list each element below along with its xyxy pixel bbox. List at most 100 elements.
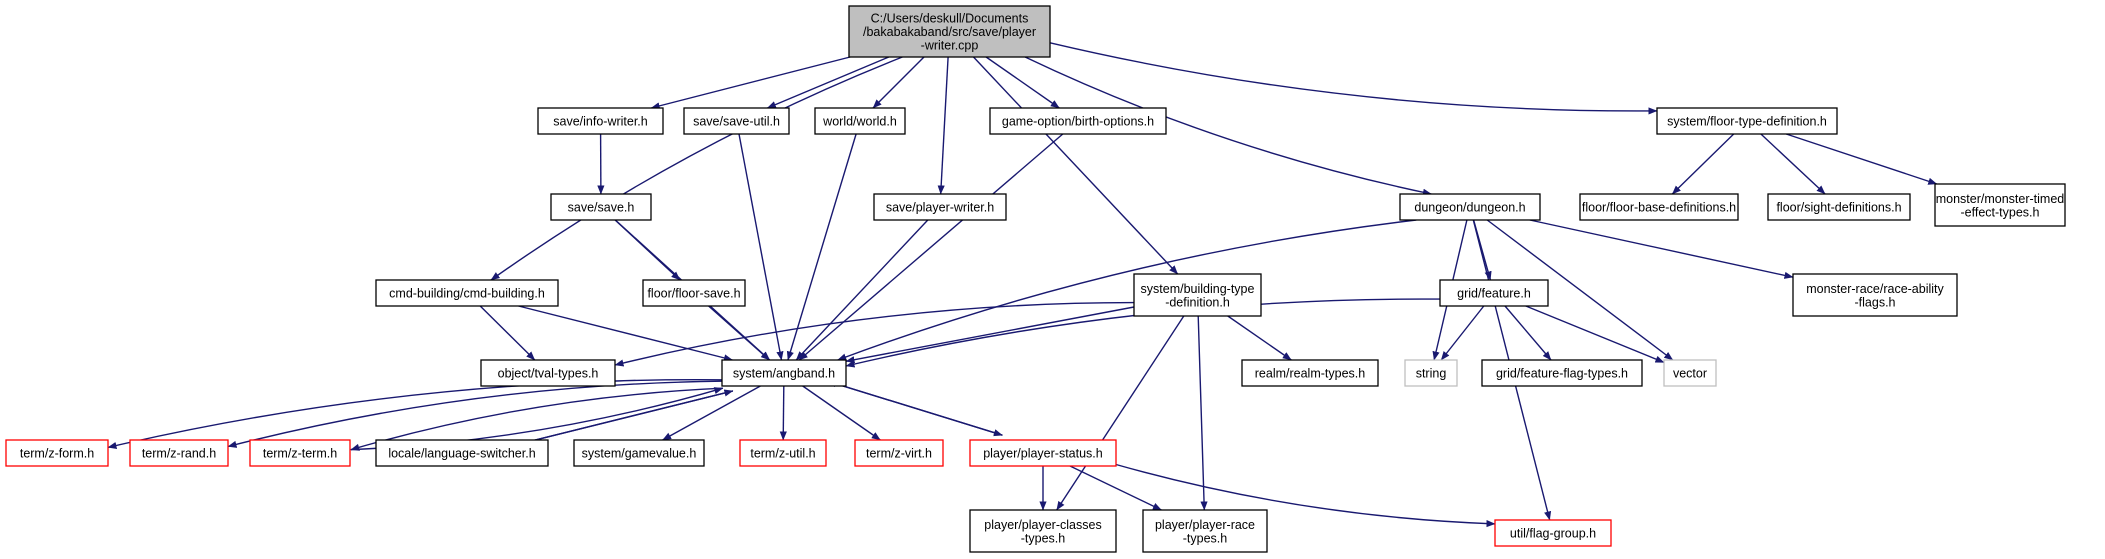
edges-layer: [107, 42, 1938, 528]
node-label: -definition.h: [1165, 295, 1230, 309]
edge-building-type-def-to-player-classes: [1056, 315, 1185, 511]
node-save-util[interactable]: save/save-util.h: [683, 107, 790, 135]
node-label: floor/floor-save.h: [647, 287, 740, 301]
node-player-classes[interactable]: player/player-classes-types.h: [969, 509, 1117, 553]
node-box: [537, 107, 664, 135]
node-box: [1439, 279, 1549, 307]
node-realm-types[interactable]: realm/realm-types.h: [1241, 359, 1379, 387]
node-label: vector: [1673, 367, 1707, 381]
edge-world-to-angband: [786, 133, 857, 361]
node-save[interactable]: save/save.h: [550, 193, 652, 221]
edge-dungeon-to-race-ability: [1529, 219, 1794, 279]
node-floor-base-defs[interactable]: floor/floor-base-definitions.h: [1579, 193, 1739, 221]
node-box: [989, 107, 1167, 135]
edge-angband-to-z-util: [779, 385, 787, 441]
node-vector[interactable]: vector: [1663, 359, 1717, 387]
node-box: [480, 359, 616, 387]
node-dungeon[interactable]: dungeon/dungeon.h: [1399, 193, 1541, 221]
edge-save-util-to-angband: [738, 133, 784, 361]
node-sight-defs[interactable]: floor/sight-definitions.h: [1767, 193, 1911, 221]
node-box: [573, 439, 705, 467]
node-box: [1133, 273, 1262, 317]
node-label: world/world.h: [822, 115, 897, 129]
edge-grid-feature-to-vector: [1525, 305, 1665, 364]
node-box: [1934, 183, 2066, 227]
node-label: floor/sight-definitions.h: [1776, 201, 1901, 215]
node-label: monster/monster-timed: [1936, 192, 2065, 206]
node-label: save/save.h: [568, 201, 635, 215]
node-cmd-building[interactable]: cmd-building/cmd-building.h: [375, 279, 559, 307]
node-box: [1481, 359, 1643, 387]
node-z-virt[interactable]: term/z-virt.h: [854, 439, 944, 467]
edge-dungeon-to-angband: [837, 219, 1417, 361]
node-label: term/z-virt.h: [866, 447, 932, 461]
node-building-type-def[interactable]: system/building-type-definition.h: [1133, 273, 1262, 317]
edge-angband-to-gamevalue: [662, 385, 761, 441]
node-birth-options[interactable]: game-option/birth-options.h: [989, 107, 1167, 135]
node-z-form[interactable]: term/z-form.h: [5, 439, 109, 467]
node-label: save/info-writer.h: [553, 115, 648, 129]
edge-root-to-info-writer: [650, 56, 851, 110]
node-label: -types.h: [1183, 531, 1228, 545]
edge-building-type-def-to-tval-types: [614, 301, 1135, 367]
node-tval-types[interactable]: object/tval-types.h: [480, 359, 616, 387]
node-z-rand[interactable]: term/z-rand.h: [129, 439, 229, 467]
edge-player-status-to-player-race: [1069, 465, 1162, 511]
node-box: [1656, 107, 1838, 135]
node-label: grid/feature.h: [1457, 287, 1531, 301]
node-z-util[interactable]: term/z-util.h: [739, 439, 827, 467]
node-floor-save[interactable]: floor/floor-save.h: [642, 279, 746, 307]
edge-root-to-building-type-def: [972, 56, 1179, 275]
node-box: [1767, 193, 1911, 221]
node-z-term[interactable]: term/z-term.h: [249, 439, 351, 467]
node-player-race[interactable]: player/player-race-types.h: [1142, 509, 1268, 553]
node-floor-type-def[interactable]: system/floor-type-definition.h: [1656, 107, 1838, 135]
node-label: locale/language-switcher.h: [388, 447, 535, 461]
node-label: dungeon/dungeon.h: [1414, 201, 1525, 215]
node-player-writer-h[interactable]: save/player-writer.h: [873, 193, 1007, 221]
node-feature-flag-types[interactable]: grid/feature-flag-types.h: [1481, 359, 1643, 387]
node-string[interactable]: string: [1404, 359, 1458, 387]
edge-building-type-def-to-angband: [845, 306, 1135, 364]
node-race-ability[interactable]: monster-race/race-ability-flags.h: [1792, 273, 1958, 317]
node-flag-group[interactable]: util/flag-group.h: [1494, 519, 1612, 547]
node-label: system/gamevalue.h: [582, 447, 697, 461]
node-gamevalue[interactable]: system/gamevalue.h: [573, 439, 705, 467]
nodes-layer: C:/Users/deskull/Documents/bakabakaband/…: [5, 5, 2066, 553]
node-label: -writer.cpp: [921, 39, 979, 53]
edge-grid-feature-to-string: [1440, 305, 1485, 361]
node-monster-timed[interactable]: monster/monster-timed-effect-types.h: [1934, 183, 2066, 227]
node-label: player/player-status.h: [983, 447, 1103, 461]
edge-root-to-save-util: [766, 56, 890, 109]
node-grid-feature[interactable]: grid/feature.h: [1439, 279, 1549, 307]
edge-angband-to-z-form: [107, 378, 723, 449]
node-root[interactable]: C:/Users/deskull/Documents/bakabakaband/…: [848, 5, 1051, 58]
node-angband[interactable]: system/angband.h: [721, 359, 847, 387]
node-box: [1663, 359, 1717, 387]
node-box: [129, 439, 229, 467]
edge-angband-to-z-virt: [802, 385, 881, 441]
edge-dungeon-to-vector: [1486, 219, 1674, 361]
node-world[interactable]: world/world.h: [814, 107, 906, 135]
node-box: [739, 439, 827, 467]
node-label: player/player-classes: [984, 518, 1101, 532]
node-box: [1399, 193, 1541, 221]
node-box: [683, 107, 790, 135]
node-box: [873, 193, 1007, 221]
node-label: object/tval-types.h: [498, 367, 599, 381]
node-label: save/save-util.h: [693, 115, 780, 129]
node-info-writer[interactable]: save/info-writer.h: [537, 107, 664, 135]
node-box: [969, 439, 1117, 467]
node-player-status[interactable]: player/player-status.h: [969, 439, 1117, 467]
node-box: [375, 439, 549, 467]
node-box: [721, 359, 847, 387]
edge-root-to-player-writer-h: [937, 56, 949, 195]
node-box: [642, 279, 746, 307]
node-label: term/z-rand.h: [142, 447, 216, 461]
edge-root-to-floor-type-def: [1049, 42, 1658, 115]
node-box: [1241, 359, 1379, 387]
edge-player-status-to-flag-group: [1115, 463, 1496, 528]
node-label: game-option/birth-options.h: [1002, 115, 1154, 129]
node-label: system/angband.h: [733, 367, 835, 381]
node-language-switcher[interactable]: locale/language-switcher.h: [375, 439, 549, 467]
